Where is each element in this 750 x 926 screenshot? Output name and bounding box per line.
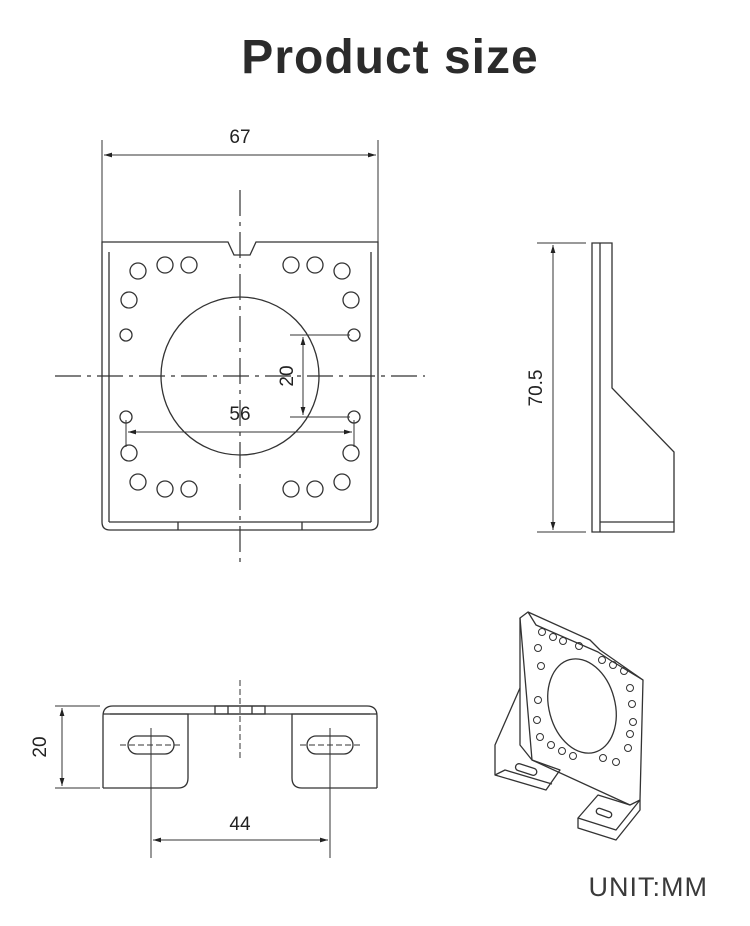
height-dimension bbox=[537, 242, 586, 533]
height-dimension-label: 70.5 bbox=[526, 370, 547, 407]
unit-label: UNIT:MM bbox=[588, 872, 708, 902]
iso-right-foot bbox=[577, 794, 641, 831]
bottom-view bbox=[55, 680, 378, 858]
side-profile bbox=[591, 242, 675, 533]
right-base-tab bbox=[291, 713, 377, 789]
base-notch bbox=[214, 705, 266, 715]
page-title: Product size bbox=[241, 31, 539, 84]
width-dimension bbox=[101, 140, 379, 242]
isometric-view bbox=[494, 611, 644, 841]
width-dimension-label: 67 bbox=[229, 127, 250, 148]
iso-back-plate bbox=[519, 611, 644, 806]
hole-spacing-vertical-dimension bbox=[290, 334, 350, 418]
hole-spacing-horizontal-dimension bbox=[125, 420, 355, 447]
slot-spacing-dimension bbox=[150, 728, 331, 858]
left-base-tab bbox=[103, 713, 189, 789]
iso-bore bbox=[547, 658, 617, 754]
side-view bbox=[537, 242, 675, 533]
hole-spacing-vertical-label: 20 bbox=[277, 365, 298, 386]
slot-spacing-label: 44 bbox=[229, 814, 251, 835]
iso-plate-holes bbox=[533, 628, 637, 766]
mounting-holes bbox=[119, 256, 361, 498]
front-view bbox=[55, 140, 425, 562]
center-lines bbox=[55, 190, 425, 562]
iso-left-foot bbox=[494, 687, 561, 791]
hole-spacing-horizontal-label: 56 bbox=[229, 404, 250, 425]
base-depth-label: 20 bbox=[30, 736, 51, 757]
base-depth-dimension bbox=[55, 705, 100, 789]
front-plate-outline bbox=[101, 241, 379, 531]
